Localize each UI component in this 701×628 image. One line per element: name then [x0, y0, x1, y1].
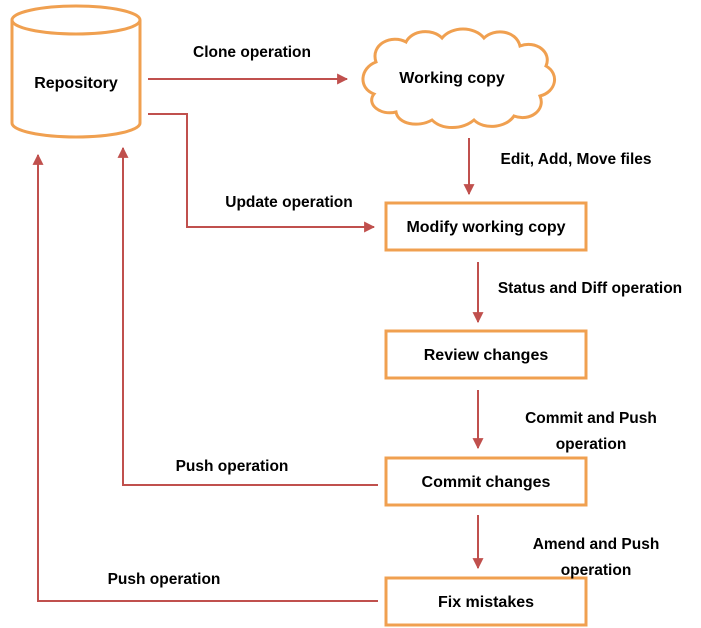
commit-changes-node: Commit changes	[384, 456, 588, 507]
commit-changes-label: Commit changes	[422, 474, 551, 491]
amend-push-label-line1: Amend and Push	[533, 536, 660, 553]
amend-push-label-line2: operation	[561, 562, 632, 579]
modify-working-copy-label: Modify working copy	[406, 219, 565, 236]
repository-node: Repository	[10, 4, 142, 139]
push-arrow-commit	[117, 146, 378, 486]
repository-label: Repository	[34, 75, 118, 92]
edit-add-move-label: Edit, Add, Move files	[501, 151, 652, 168]
push-operation-label-1: Push operation	[176, 458, 289, 475]
review-changes-label: Review changes	[424, 347, 549, 364]
modify-working-copy-node: Modify working copy	[384, 201, 588, 252]
commit-push-label-line1: Commit and Push	[525, 410, 657, 427]
push-operation-label-2: Push operation	[108, 571, 221, 588]
working-copy-node: Working copy	[361, 27, 556, 129]
review-changes-node: Review changes	[384, 329, 588, 380]
commit-push-label-line2: operation	[556, 436, 627, 453]
working-copy-label: Working copy	[399, 70, 505, 87]
fix-mistakes-label: Fix mistakes	[438, 594, 534, 611]
update-operation-label: Update operation	[225, 194, 352, 211]
status-diff-label: Status and Diff operation	[498, 280, 682, 297]
push-arrow-fix	[32, 153, 378, 602]
fix-mistakes-node: Fix mistakes	[384, 576, 588, 627]
update-arrow	[148, 113, 376, 233]
clone-operation-label: Clone operation	[193, 44, 311, 61]
